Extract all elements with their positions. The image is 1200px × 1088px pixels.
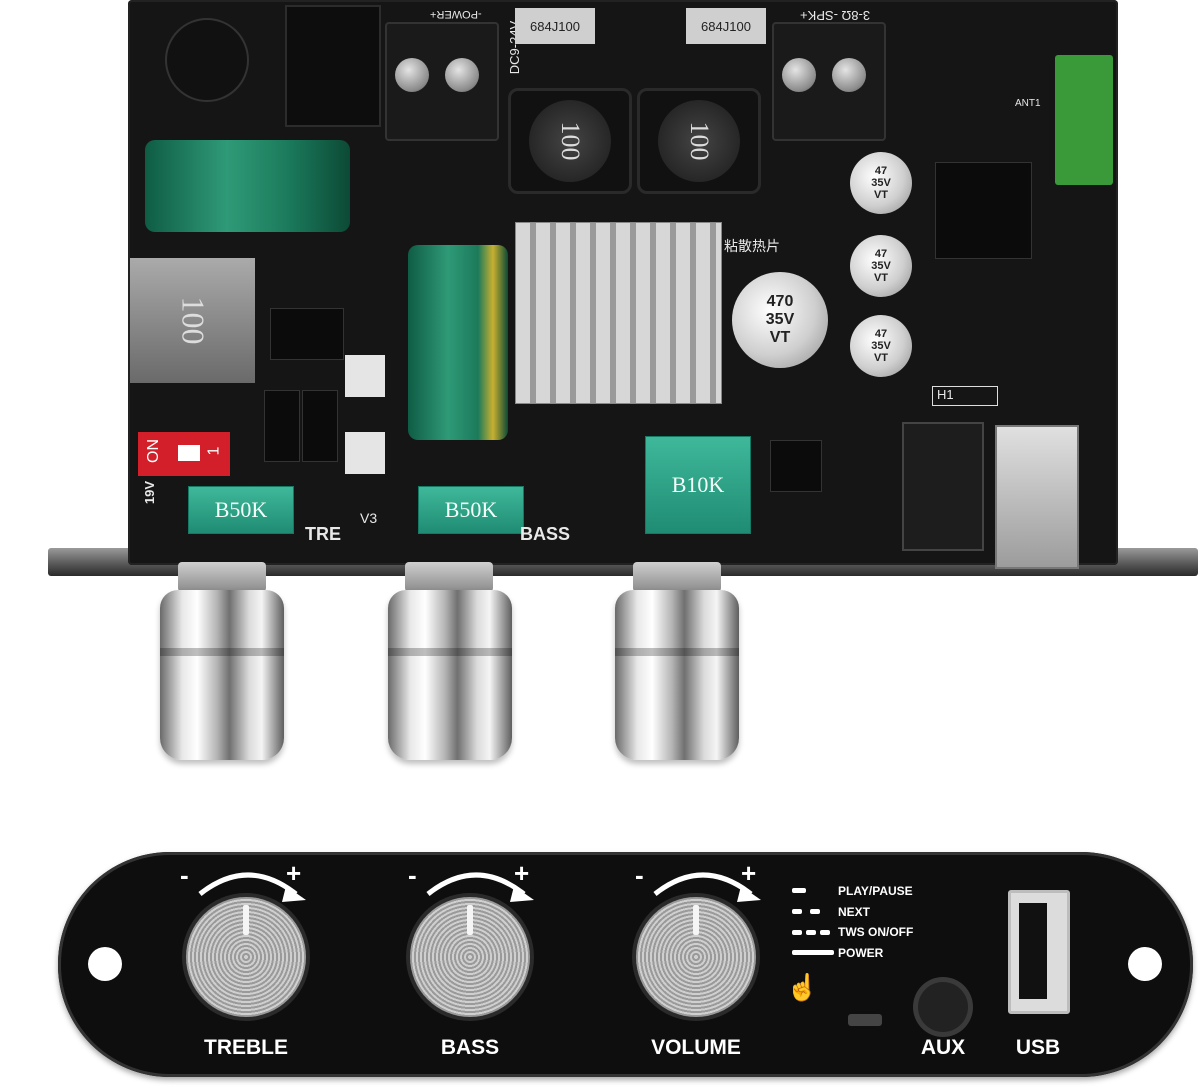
minus-sign: -: [408, 860, 417, 890]
aux-label: AUX: [920, 1036, 966, 1059]
bass-pcb-label: BASS: [520, 524, 571, 544]
bass-label: BASS: [440, 1036, 500, 1059]
screw-icon: [445, 58, 479, 92]
press-indicator-icon: [792, 909, 802, 914]
press-indicator-icon: [792, 888, 806, 893]
plus-sign: +: [286, 858, 302, 888]
contact-pad: [345, 355, 385, 397]
minus-sign: -: [635, 860, 644, 890]
speaker-label: 3-8Ω -SPK+: [800, 8, 871, 23]
power-label: -POWER+: [430, 8, 482, 20]
aux-jack[interactable]: [918, 982, 968, 1032]
multi-function-button[interactable]: [848, 1014, 882, 1026]
antenna-label: ANT1: [1015, 98, 1041, 109]
capacitor-47uf: 47 35V VT: [850, 235, 912, 297]
plus-sign: +: [741, 858, 757, 888]
audio-chip: [770, 440, 822, 492]
function-next: NEXT: [838, 905, 871, 919]
heatsink: [515, 222, 722, 404]
volume-knob-front[interactable]: [636, 897, 756, 1017]
rotary-component: [165, 18, 249, 102]
usb-port[interactable]: [1008, 890, 1070, 1014]
screw-icon: [832, 58, 866, 92]
treble-knob-front[interactable]: [186, 897, 306, 1017]
diode: [302, 390, 338, 462]
adjust-arrow-icon: [426, 872, 534, 902]
volume-label: VOLUME: [651, 1036, 741, 1059]
speaker-terminal: [772, 22, 886, 141]
heatsink-note: 粘散热片: [724, 238, 780, 254]
volume-pot: B10K: [645, 436, 751, 534]
function-power: POWER: [838, 946, 884, 960]
large-inductor: 100: [130, 258, 255, 383]
volume-knob[interactable]: [615, 590, 739, 760]
electrolytic-capacitor: [408, 245, 508, 440]
voltage-19v: 19V: [142, 480, 158, 505]
mosfet-chip: [270, 308, 344, 360]
capacitor-47uf: 47 35V VT: [850, 152, 912, 214]
capacitor-470uf: 470 35V VT: [732, 272, 828, 368]
mounting-hole: [88, 947, 122, 981]
film-capacitor: 684J100: [686, 8, 766, 44]
usb-label: USB: [1015, 1036, 1061, 1059]
minus-sign: -: [180, 860, 189, 890]
bass-pot: B50K: [418, 486, 524, 534]
antenna-module: [1055, 55, 1113, 185]
diode: [264, 390, 300, 462]
mounting-hole: [1128, 947, 1162, 981]
inductor: 100: [508, 88, 632, 194]
knob-nut: [405, 562, 493, 592]
screw-icon: [782, 58, 816, 92]
film-capacitor: 684J100: [515, 8, 595, 44]
bluetooth-chip: [935, 162, 1032, 259]
treble-knob[interactable]: [160, 590, 284, 760]
inductor: 100: [637, 88, 761, 194]
function-tws: TWS ON/OFF: [838, 925, 914, 939]
bass-knob[interactable]: [388, 590, 512, 760]
treble-pot: B50K: [188, 486, 294, 534]
press-indicator-icon: [810, 909, 820, 914]
treble-label: TREBLE: [204, 1036, 288, 1059]
long-press-indicator-icon: [792, 950, 834, 955]
press-indicator-icon: [792, 930, 802, 935]
dip-switch: ON 1: [138, 432, 230, 476]
press-indicator-icon: [806, 930, 816, 935]
plus-sign: +: [514, 858, 530, 888]
screw-icon: [395, 58, 429, 92]
aux-jack-board: [902, 422, 984, 551]
adjust-arrow-icon: [653, 872, 761, 902]
knob-nut: [178, 562, 266, 592]
amplifier-board-photo: -POWER+ DC9-24V 3-8Ω -SPK+ 684J100 684J1…: [48, 0, 1198, 760]
knob-nut: [633, 562, 721, 592]
power-terminal: [385, 22, 499, 141]
switch-lever: [178, 445, 200, 461]
electrolytic-capacitor: [145, 140, 350, 232]
tre-label: TRE: [305, 524, 341, 544]
press-indicator-icon: [820, 930, 830, 935]
usb-port-board: [995, 425, 1079, 569]
version-label: V3: [360, 510, 378, 526]
adjust-arrow-icon: [198, 872, 306, 902]
dc-jack: [285, 5, 381, 127]
function-play-pause: PLAY/PAUSE: [838, 884, 913, 898]
contact-pad: [345, 432, 385, 474]
hand-pointer-icon: ☝: [786, 972, 819, 1002]
front-panel: - + TREBLE - + BASS - + VOLUME PLAY/PAUS…: [58, 852, 1193, 1077]
h1-label: H1: [932, 386, 998, 406]
capacitor-47uf: 47 35V VT: [850, 315, 912, 377]
bass-knob-front[interactable]: [410, 897, 530, 1017]
